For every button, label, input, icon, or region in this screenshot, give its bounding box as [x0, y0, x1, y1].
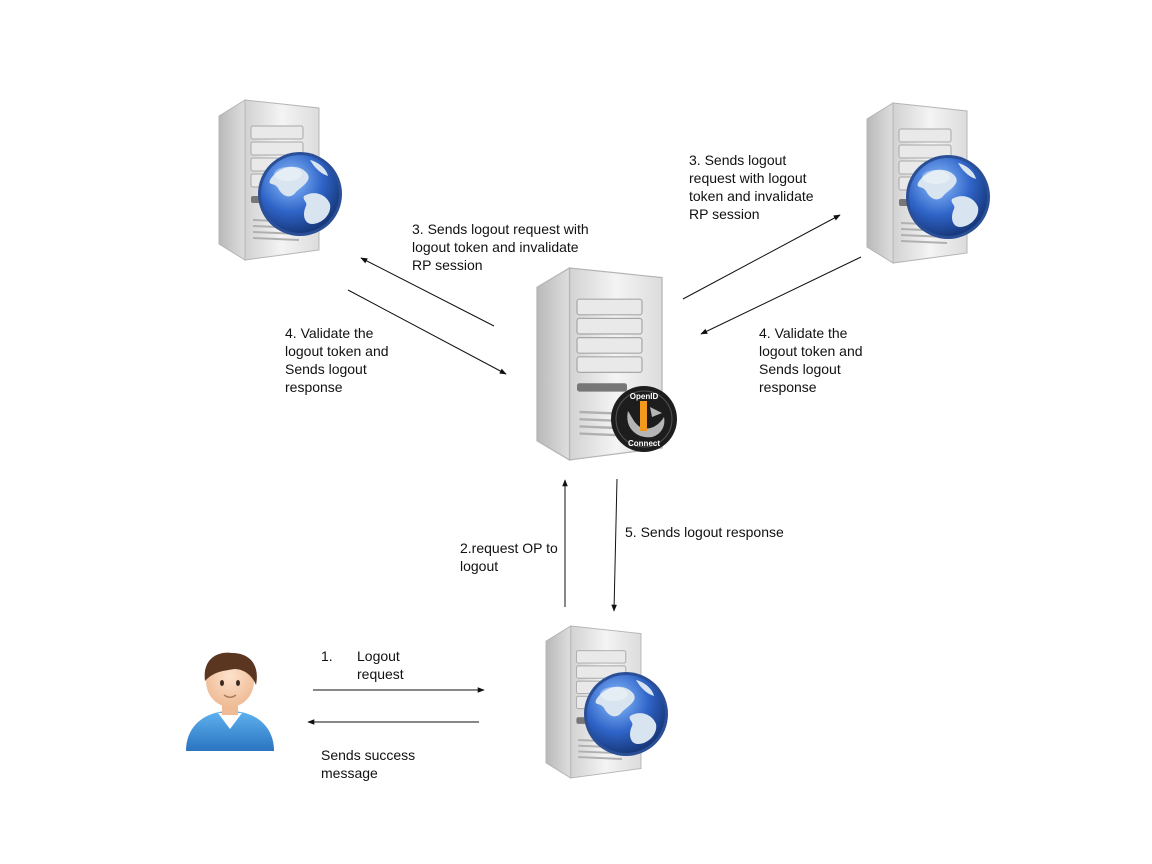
- label-sends-logout-response: 5. Sends logout response: [625, 524, 784, 540]
- label-step1-text: Logout request: [357, 648, 404, 682]
- label-request-op: 2.request OP to logout: [460, 540, 558, 574]
- user-avatar-icon: [186, 652, 274, 751]
- label-left-logout-request: 3. Sends logout request with logout toke…: [412, 221, 589, 273]
- server-openid-icon: OpenID Connect: [535, 266, 677, 462]
- label-right-logout-request: 3. Sends logout request with logout toke…: [689, 152, 814, 222]
- arrow-op-to-left-rp: [360, 257, 495, 327]
- arrow-right-rp-to-op: [700, 256, 862, 335]
- server-globe-icon: [866, 102, 990, 264]
- badge-bottom-text: Connect: [628, 439, 660, 448]
- label-right-validate: 4. Validate the logout token and Sends l…: [759, 325, 863, 395]
- openid-connect-badge: OpenID Connect: [611, 386, 677, 452]
- label-left-validate: 4. Validate the logout token and Sends l…: [285, 325, 389, 395]
- server-globe-icon: [545, 625, 668, 779]
- server-globe-icon: [218, 99, 342, 261]
- arrow-op-to-rp: [611, 478, 618, 612]
- label-step1-number: 1.: [321, 648, 333, 664]
- badge-top-text: OpenID: [630, 392, 659, 401]
- label-success-message: Sends success message: [321, 747, 416, 781]
- arrow-left-rp-to-op: [347, 289, 507, 375]
- arrow-op-to-right-rp: [682, 214, 841, 300]
